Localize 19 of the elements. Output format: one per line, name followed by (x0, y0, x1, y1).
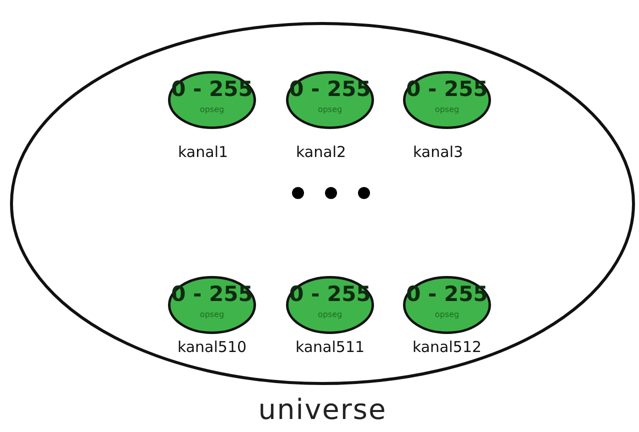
range-caption: opseg (434, 105, 460, 114)
channel-label: kanal512 (411, 338, 483, 356)
channel-label: kanal510 (176, 338, 248, 356)
value-range: 0 - 255 (405, 77, 489, 101)
range-caption: opseg (316, 310, 344, 319)
channel-label: kanal511 (294, 338, 366, 356)
range-caption: opseg (434, 310, 460, 319)
universe-title: universe (257, 393, 388, 426)
channel-label: kanal2 (296, 143, 346, 161)
value-range: 0 - 255 (170, 77, 254, 101)
value-range: 0 - 255 (288, 282, 372, 306)
channel-label: kanal3 (413, 143, 464, 161)
value-range: 0 - 255 (170, 282, 254, 306)
range-caption: opseg (316, 105, 344, 114)
value-range: 0 - 255 (405, 282, 489, 306)
range-caption: opseg (198, 105, 226, 114)
channel-label: kanal1 (178, 143, 228, 161)
range-caption: opseg (198, 310, 226, 319)
value-range: 0 - 255 (288, 77, 372, 101)
